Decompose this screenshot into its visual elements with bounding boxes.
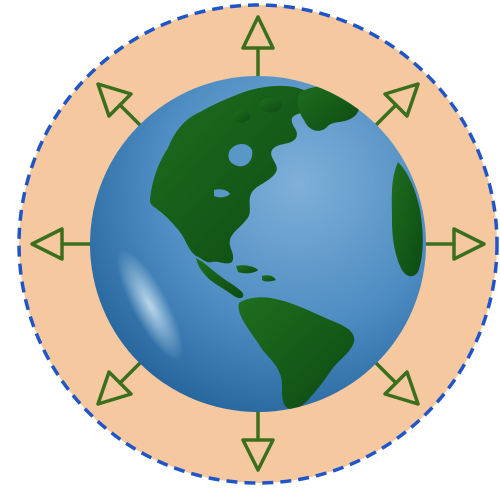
- globe-icon: [90, 76, 426, 412]
